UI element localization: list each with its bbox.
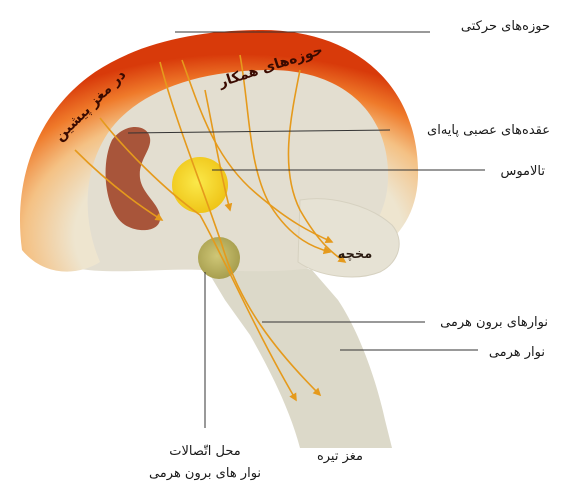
- extrapyramidal-junction: [198, 237, 240, 279]
- label-connection-site-2: نوار های برون هرمی: [149, 466, 261, 481]
- label-connection-site-1: محل اتّصالات: [169, 444, 240, 459]
- brainstem-shape: [195, 250, 392, 448]
- label-motor-areas: حوزه‌های حرکتی: [461, 19, 550, 34]
- label-basal-ganglia: عقده‌های عصبی پایه‌ای: [427, 123, 550, 138]
- label-brainstem: مغز تیره: [317, 449, 363, 464]
- label-thalamus: تالاموس: [500, 164, 545, 179]
- label-pyramidal-tract: نوار هرمی: [489, 345, 545, 360]
- label-extrapyramidal-tracts: نوارهای برون هرمی: [440, 315, 548, 330]
- label-cerebellum: مخچه: [338, 247, 373, 262]
